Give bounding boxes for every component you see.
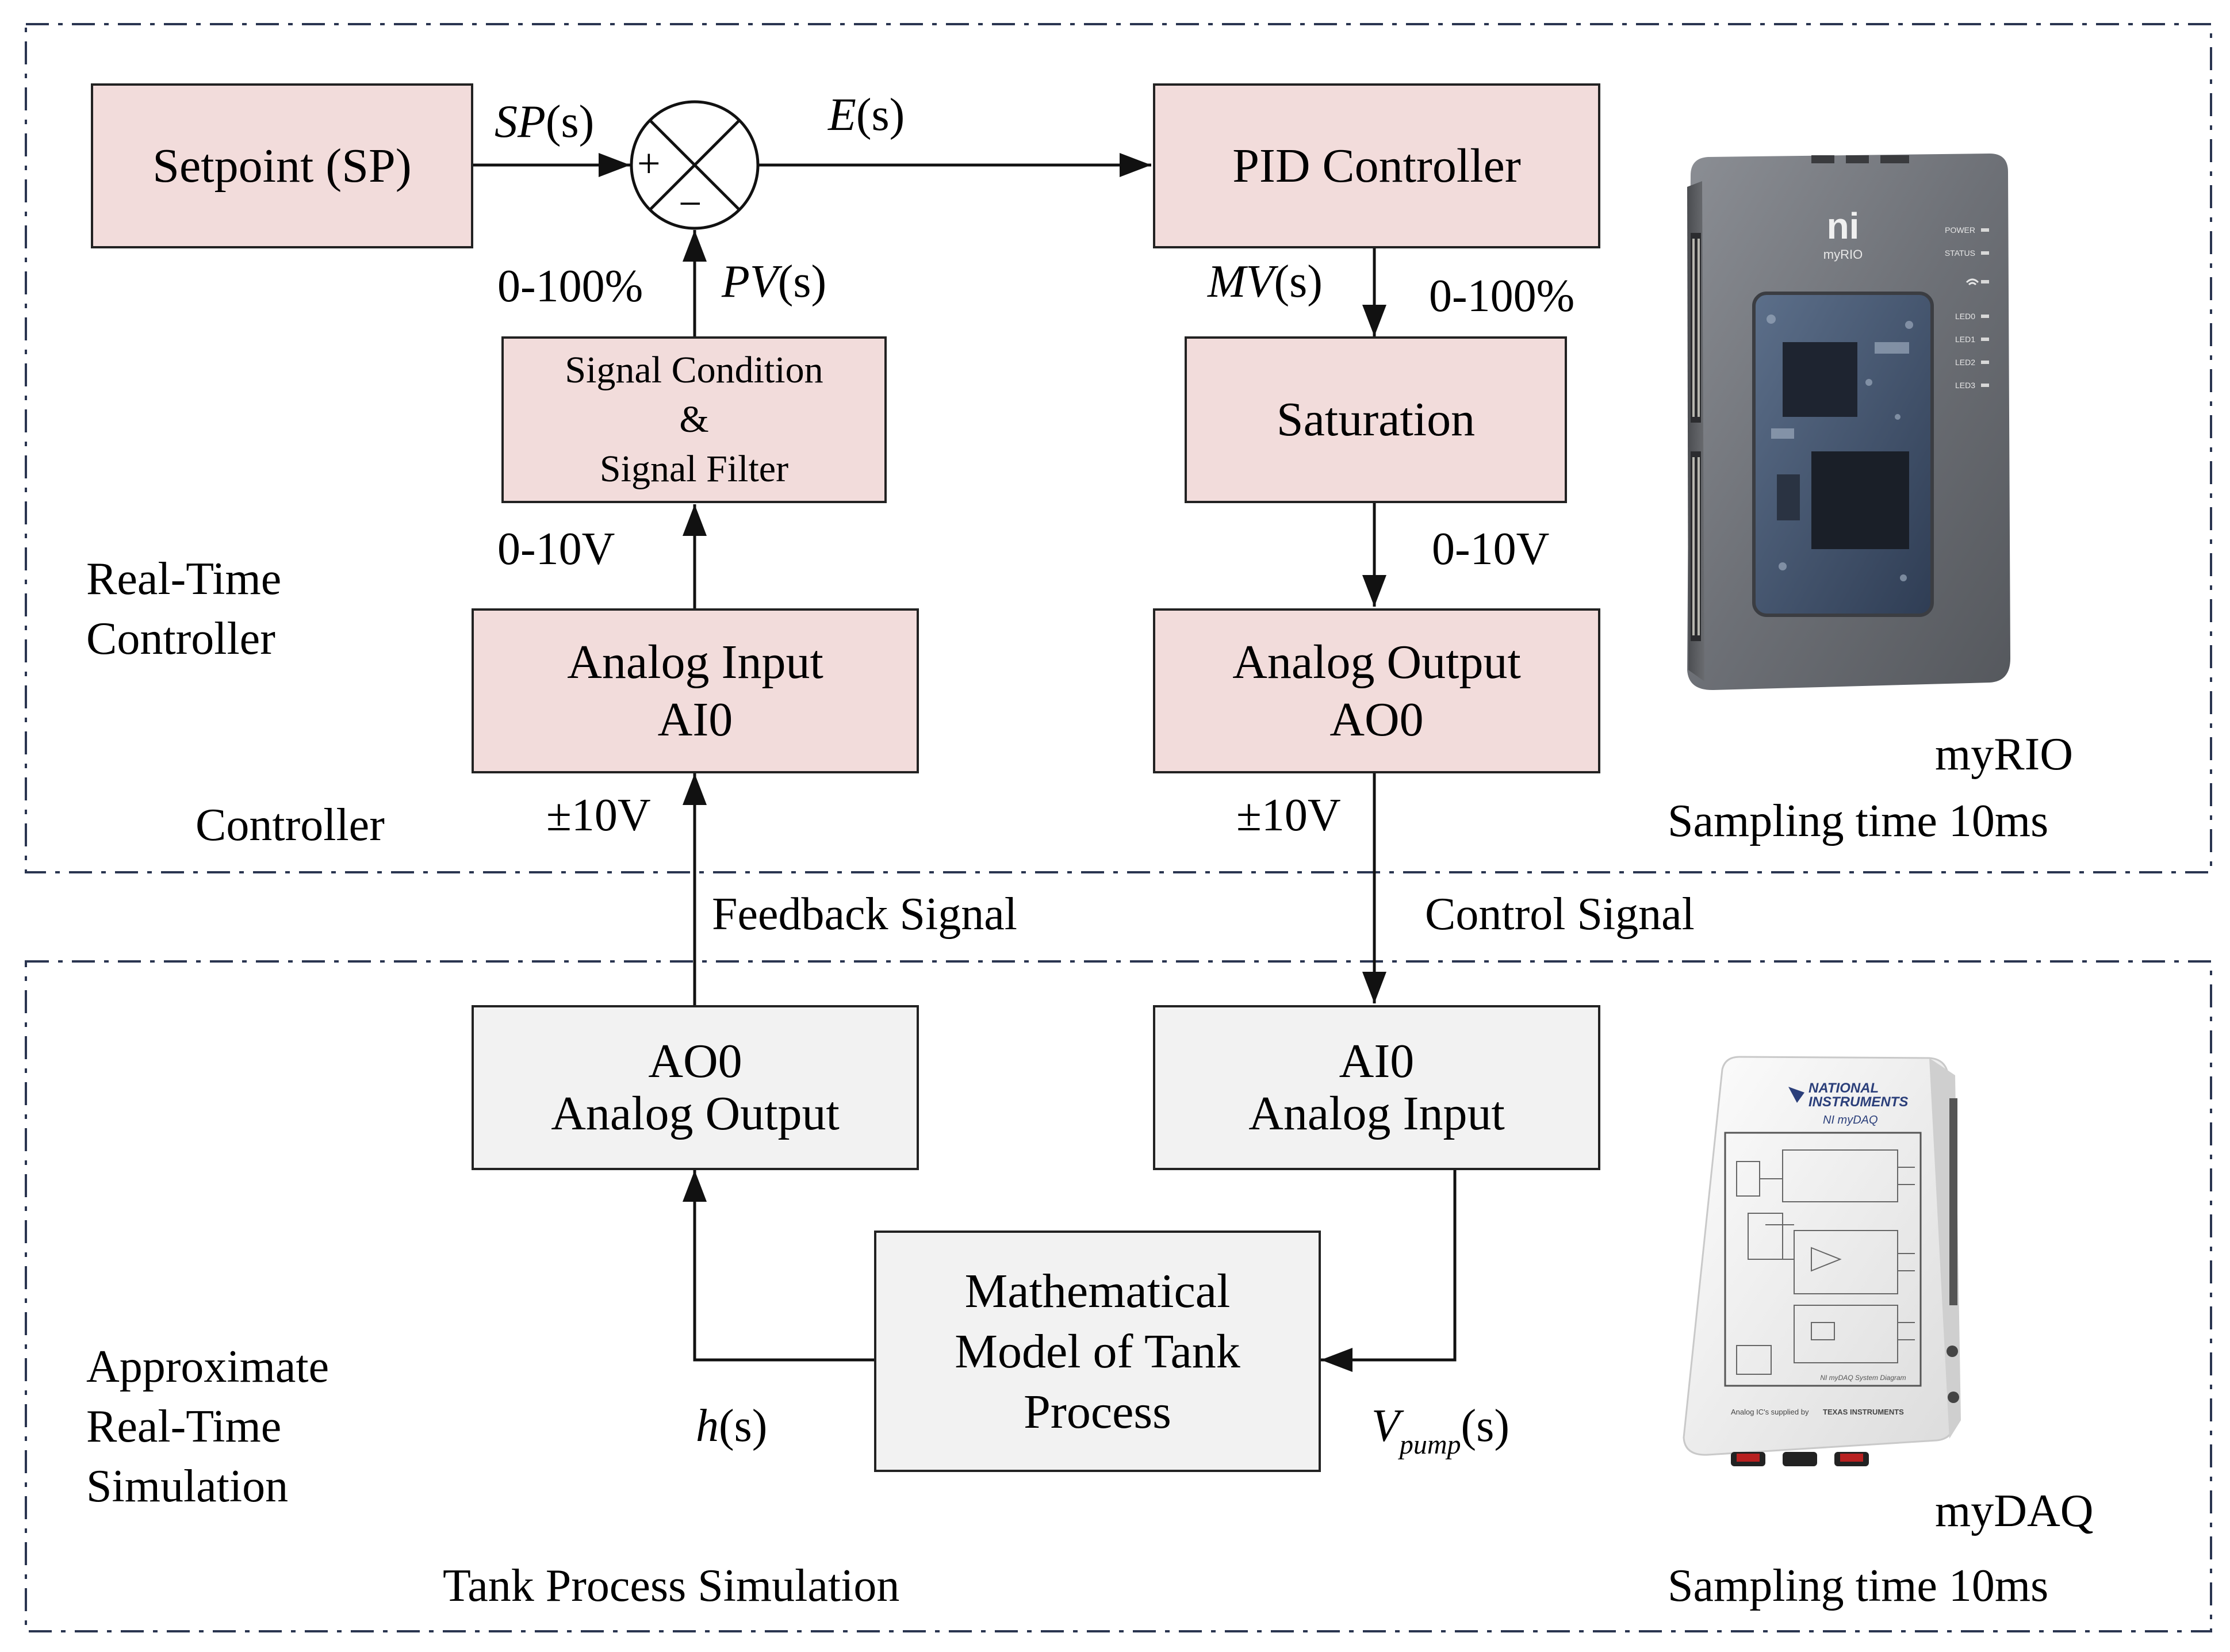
mydaq-product-name: NI myDAQ [1823,1114,1878,1126]
setpoint-block: Setpoint (SP) [91,83,473,248]
summing-junction [630,100,760,230]
analog-input-controller-block: Analog Input AI0 [472,608,919,773]
myrio-led-led0: LED0 [1955,312,1975,321]
ao0-sim-line2: Analog Output [551,1086,840,1140]
analog-output-ctrl-line2: AO0 [1329,692,1424,746]
saturation-block: Saturation [1185,336,1567,503]
model-line2: Model of Tank [955,1324,1240,1378]
analog-input-sim-block: AI0 Analog Input [1153,1005,1600,1170]
myrio-led-led3: LED3 [1955,381,1975,390]
analog-output-sim-block: AO0 Analog Output [472,1005,919,1170]
simulation-section-border [25,960,2212,1632]
pid-label: PID Controller [1232,139,1521,193]
mydaq-name-label: myDAQ [1935,1486,2094,1536]
setpoint-label: Setpoint (SP) [152,139,412,193]
mv-range-label: 0-100% [1429,271,1575,321]
saturation-label: Saturation [1276,393,1476,447]
tank-process-simulation-label: Tank Process Simulation [443,1561,900,1611]
model-line3: Process [1024,1385,1171,1439]
ai-pm-range-label: ±10V [546,790,651,841]
mydaq-device-image: NATIONAL INSTRUMENTS NI myDAQ NI myDAQ S… [1668,1052,1967,1489]
wifi-icon [1965,278,1979,286]
mydaq-brand-line1: NATIONAL [1808,1080,1879,1096]
signal-h: h(s) [696,1401,768,1451]
pid-controller-block: PID Controller [1153,83,1600,248]
ai-range-label: 0-10V [497,524,615,574]
signal-mv: MV(s) [1208,256,1323,307]
ao-pm-range-label: ±10V [1236,790,1341,841]
sum-plus-sign: + [637,140,661,186]
signal-pv: PV(s) [722,256,827,307]
controller-bottom-label: Controller [196,800,385,850]
signal-condition-line1: Signal Condition [565,349,823,392]
mydaq-brand-line2: INSTRUMENTS [1808,1094,1908,1110]
analog-output-controller-block: Analog Output AO0 [1153,608,1600,773]
sum-minus-sign: − [679,181,702,227]
sat-range-label: 0-10V [1432,524,1550,574]
model-line1: Mathematical [964,1264,1231,1318]
mydaq-ti-text: TEXAS INSTRUMENTS [1823,1408,1904,1416]
analog-input-ctrl-line2: AI0 [657,692,733,746]
control-signal-label: Control Signal [1425,889,1695,940]
signal-condition-line2: & [679,398,709,441]
tank-model-block: Mathematical Model of Tank Process [874,1231,1321,1472]
myrio-device-image: ni myRIO POWER STATUS LED0 LED1 LED2 LED… [1668,152,2013,693]
myrio-logo-text: ni [1827,205,1860,247]
analog-input-ctrl-line1: Analog Input [567,635,823,689]
realtime-controller-label: Real-Time Controller [86,554,282,664]
controller-section-border [25,23,2212,873]
ai0-sim-line1: AI0 [1339,1034,1415,1088]
myrio-led-status: STATUS [1945,248,1975,258]
arrow-model-to-ao-sim [683,1170,874,1362]
ai0-sim-line2: Analog Input [1248,1086,1505,1140]
myrio-brand-text: myRIO [1823,247,1863,262]
signal-condition-block: Signal Condition & Signal Filter [501,336,887,503]
arrow-ai-sim-to-model [1321,1170,1457,1372]
mydaq-supplied-text: Analog IC's supplied by [1731,1408,1809,1416]
myrio-led-led2: LED2 [1955,358,1975,367]
ao0-sim-line1: AO0 [648,1034,742,1088]
signal-error: E(s) [828,90,905,140]
myrio-led-led1: LED1 [1955,335,1975,344]
analog-output-ctrl-line1: Analog Output [1232,635,1521,689]
approx-simulation-label: Approximate Real-Time Simulation [86,1341,329,1512]
mydaq-diagram-title: NI myDAQ System Diagram [1820,1374,1906,1382]
signal-condition-line3: Signal Filter [599,447,789,490]
pv-range-label: 0-100% [497,261,643,312]
feedback-signal-label: Feedback Signal [712,889,1017,940]
simulation-sampling-label: Sampling time 10ms [1668,1561,2049,1611]
signal-vpump: Vpump(s) [1371,1401,1509,1460]
myrio-led-power: POWER [1945,225,1975,235]
controller-sampling-label: Sampling time 10ms [1668,796,2049,846]
myrio-name-label: myRIO [1935,729,2073,780]
signal-sp: SP(s) [495,97,595,147]
